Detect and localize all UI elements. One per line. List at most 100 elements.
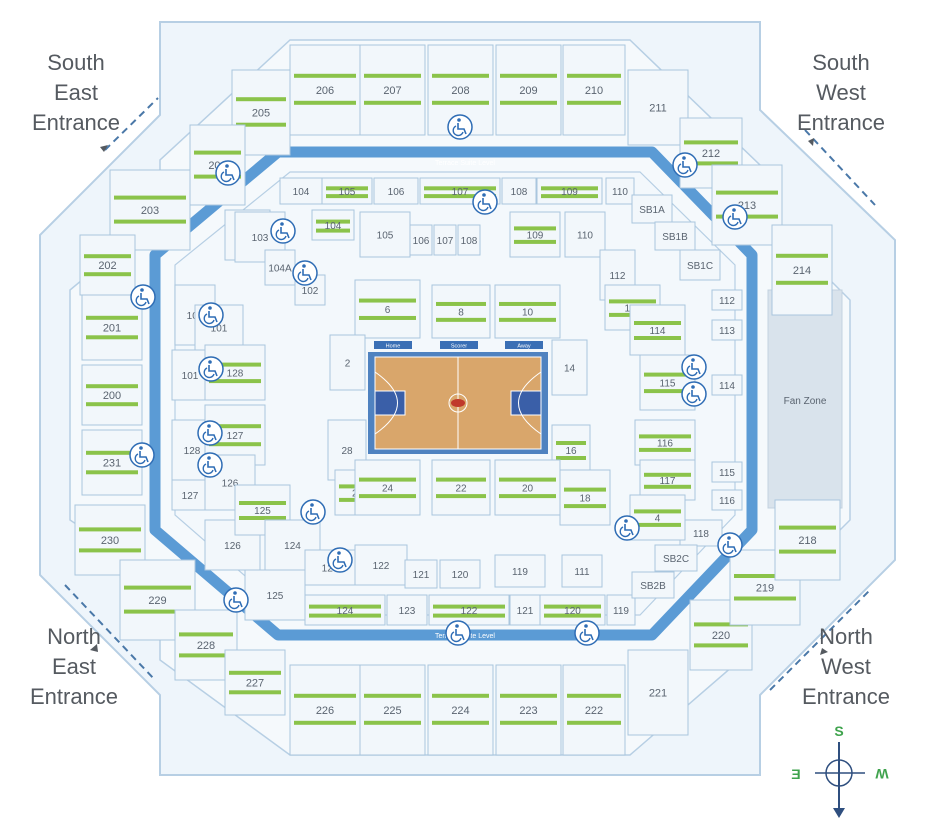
section-127[interactable]: 127 [171,479,209,511]
section-209[interactable]: 209 [495,44,562,136]
wheelchair-icon [270,218,296,244]
section-202[interactable]: 202 [79,234,136,296]
entrance-line: Entrance [796,110,886,135]
section-label: 124 [284,541,301,552]
section-105[interactable]: 105 [359,211,411,258]
section-106[interactable]: 106 [409,224,433,256]
section-200[interactable]: 200 [81,364,143,426]
section-label: 112 [719,296,735,307]
section-108[interactable]: 108 [457,224,481,256]
section-121[interactable]: 121 [509,594,541,626]
wheelchair-icon [129,442,155,468]
section-226[interactable]: 226 [289,664,361,756]
section-label: 119 [613,606,629,617]
entrance-line: North [819,624,873,649]
section-6[interactable]: 6 [354,279,421,339]
court-arc-left [374,371,398,435]
section-sb1b[interactable]: SB1B [654,221,696,251]
section-108[interactable]: 108 [501,177,537,205]
section-20[interactable]: 20 [494,459,561,516]
section-label: 220 [712,630,730,642]
section-118[interactable]: 118 [679,519,723,547]
section-sb2b[interactable]: SB2B [631,571,675,599]
section-104[interactable]: 104 [279,177,323,205]
section-123[interactable]: 123 [386,594,428,626]
section-sb1c[interactable]: SB1C [679,249,721,281]
section-207[interactable]: 207 [359,44,426,136]
section-14[interactable]: 14 [551,339,588,396]
section-2[interactable]: 2 [329,334,366,391]
section-113[interactable]: 113 [711,319,743,341]
section-106[interactable]: 106 [373,177,419,205]
wheelchair-icon [292,260,318,286]
section-label: 106 [413,236,430,247]
section-221[interactable]: 221 [627,649,689,736]
section-4[interactable]: 4 [629,494,686,541]
section-227[interactable]: 227 [224,649,286,716]
section-201[interactable]: 201 [81,294,143,361]
section-210[interactable]: 210 [562,44,626,136]
wheelchair-icon [681,354,707,380]
section-122[interactable]: 122 [354,544,408,586]
wheelchair-icon [722,204,748,230]
section-206[interactable]: 206 [289,44,361,136]
section-121[interactable]: 121 [404,559,438,589]
section-111[interactable]: 111 [561,554,603,588]
section-110[interactable]: 110 [605,177,635,205]
court-paint-right [510,390,542,416]
section-110[interactable]: 110 [564,211,606,258]
section-8[interactable]: 8 [431,284,491,339]
home-bench-label: Home [386,344,401,350]
arrow-icon [100,145,108,152]
section-222[interactable]: 222 [562,664,626,756]
section-119[interactable]: 119 [606,594,636,626]
section-116[interactable]: 116 [634,419,696,466]
section-120[interactable]: 120 [539,594,606,626]
section-115[interactable]: 115 [711,461,743,483]
section-label: 123 [399,606,416,617]
section-120[interactable]: 120 [439,559,481,589]
section-119[interactable]: 119 [494,554,546,588]
section-107[interactable]: 107 [433,224,457,256]
wheelchair-icon [198,356,224,382]
section-sb2c[interactable]: SB2C [654,544,698,572]
section-224[interactable]: 224 [427,664,494,756]
section-sb1a[interactable]: SB1A [631,194,673,224]
section-22[interactable]: 22 [431,459,491,516]
section-104[interactable]: 104 [311,209,355,241]
section-label: 112 [610,271,626,282]
section-116[interactable]: 116 [711,489,743,511]
section-105[interactable]: 105 [321,177,373,205]
section-label: 122 [373,561,390,572]
entrance-label-north-west: North West Entrance [790,622,902,712]
section-109[interactable]: 109 [509,211,561,258]
section-label: 122 [461,606,478,617]
section-104a[interactable]: 104A [264,249,296,286]
section-24[interactable]: 24 [354,459,421,516]
wheelchair-icon [327,547,353,573]
section-211[interactable]: 211 [627,69,689,146]
wheelchair-icon [574,620,600,646]
section-label: 110 [612,187,628,198]
section-18[interactable]: 18 [559,469,611,526]
section-122[interactable]: 122 [428,594,510,626]
section-225[interactable]: 225 [359,664,426,756]
section-10[interactable]: 10 [494,284,561,339]
section-114[interactable]: 114 [629,304,686,356]
wheelchair-icon [197,420,223,446]
section-124[interactable]: 124 [304,594,386,626]
section-218[interactable]: 218 [774,499,841,581]
section-109[interactable]: 109 [536,177,603,205]
section-117[interactable]: 117 [639,459,696,501]
section-214[interactable]: 214 [771,224,833,316]
section-125[interactable]: 125 [244,569,306,621]
section-label: 105 [339,187,356,198]
section-114[interactable]: 114 [711,374,743,396]
section-label: 10 [522,308,534,319]
section-label: 125 [254,506,271,517]
section-223[interactable]: 223 [495,664,562,756]
section-label: 203 [141,205,159,217]
section-label: 118 [693,529,709,540]
section-label: 211 [649,103,667,115]
section-112[interactable]: 112 [711,289,743,311]
